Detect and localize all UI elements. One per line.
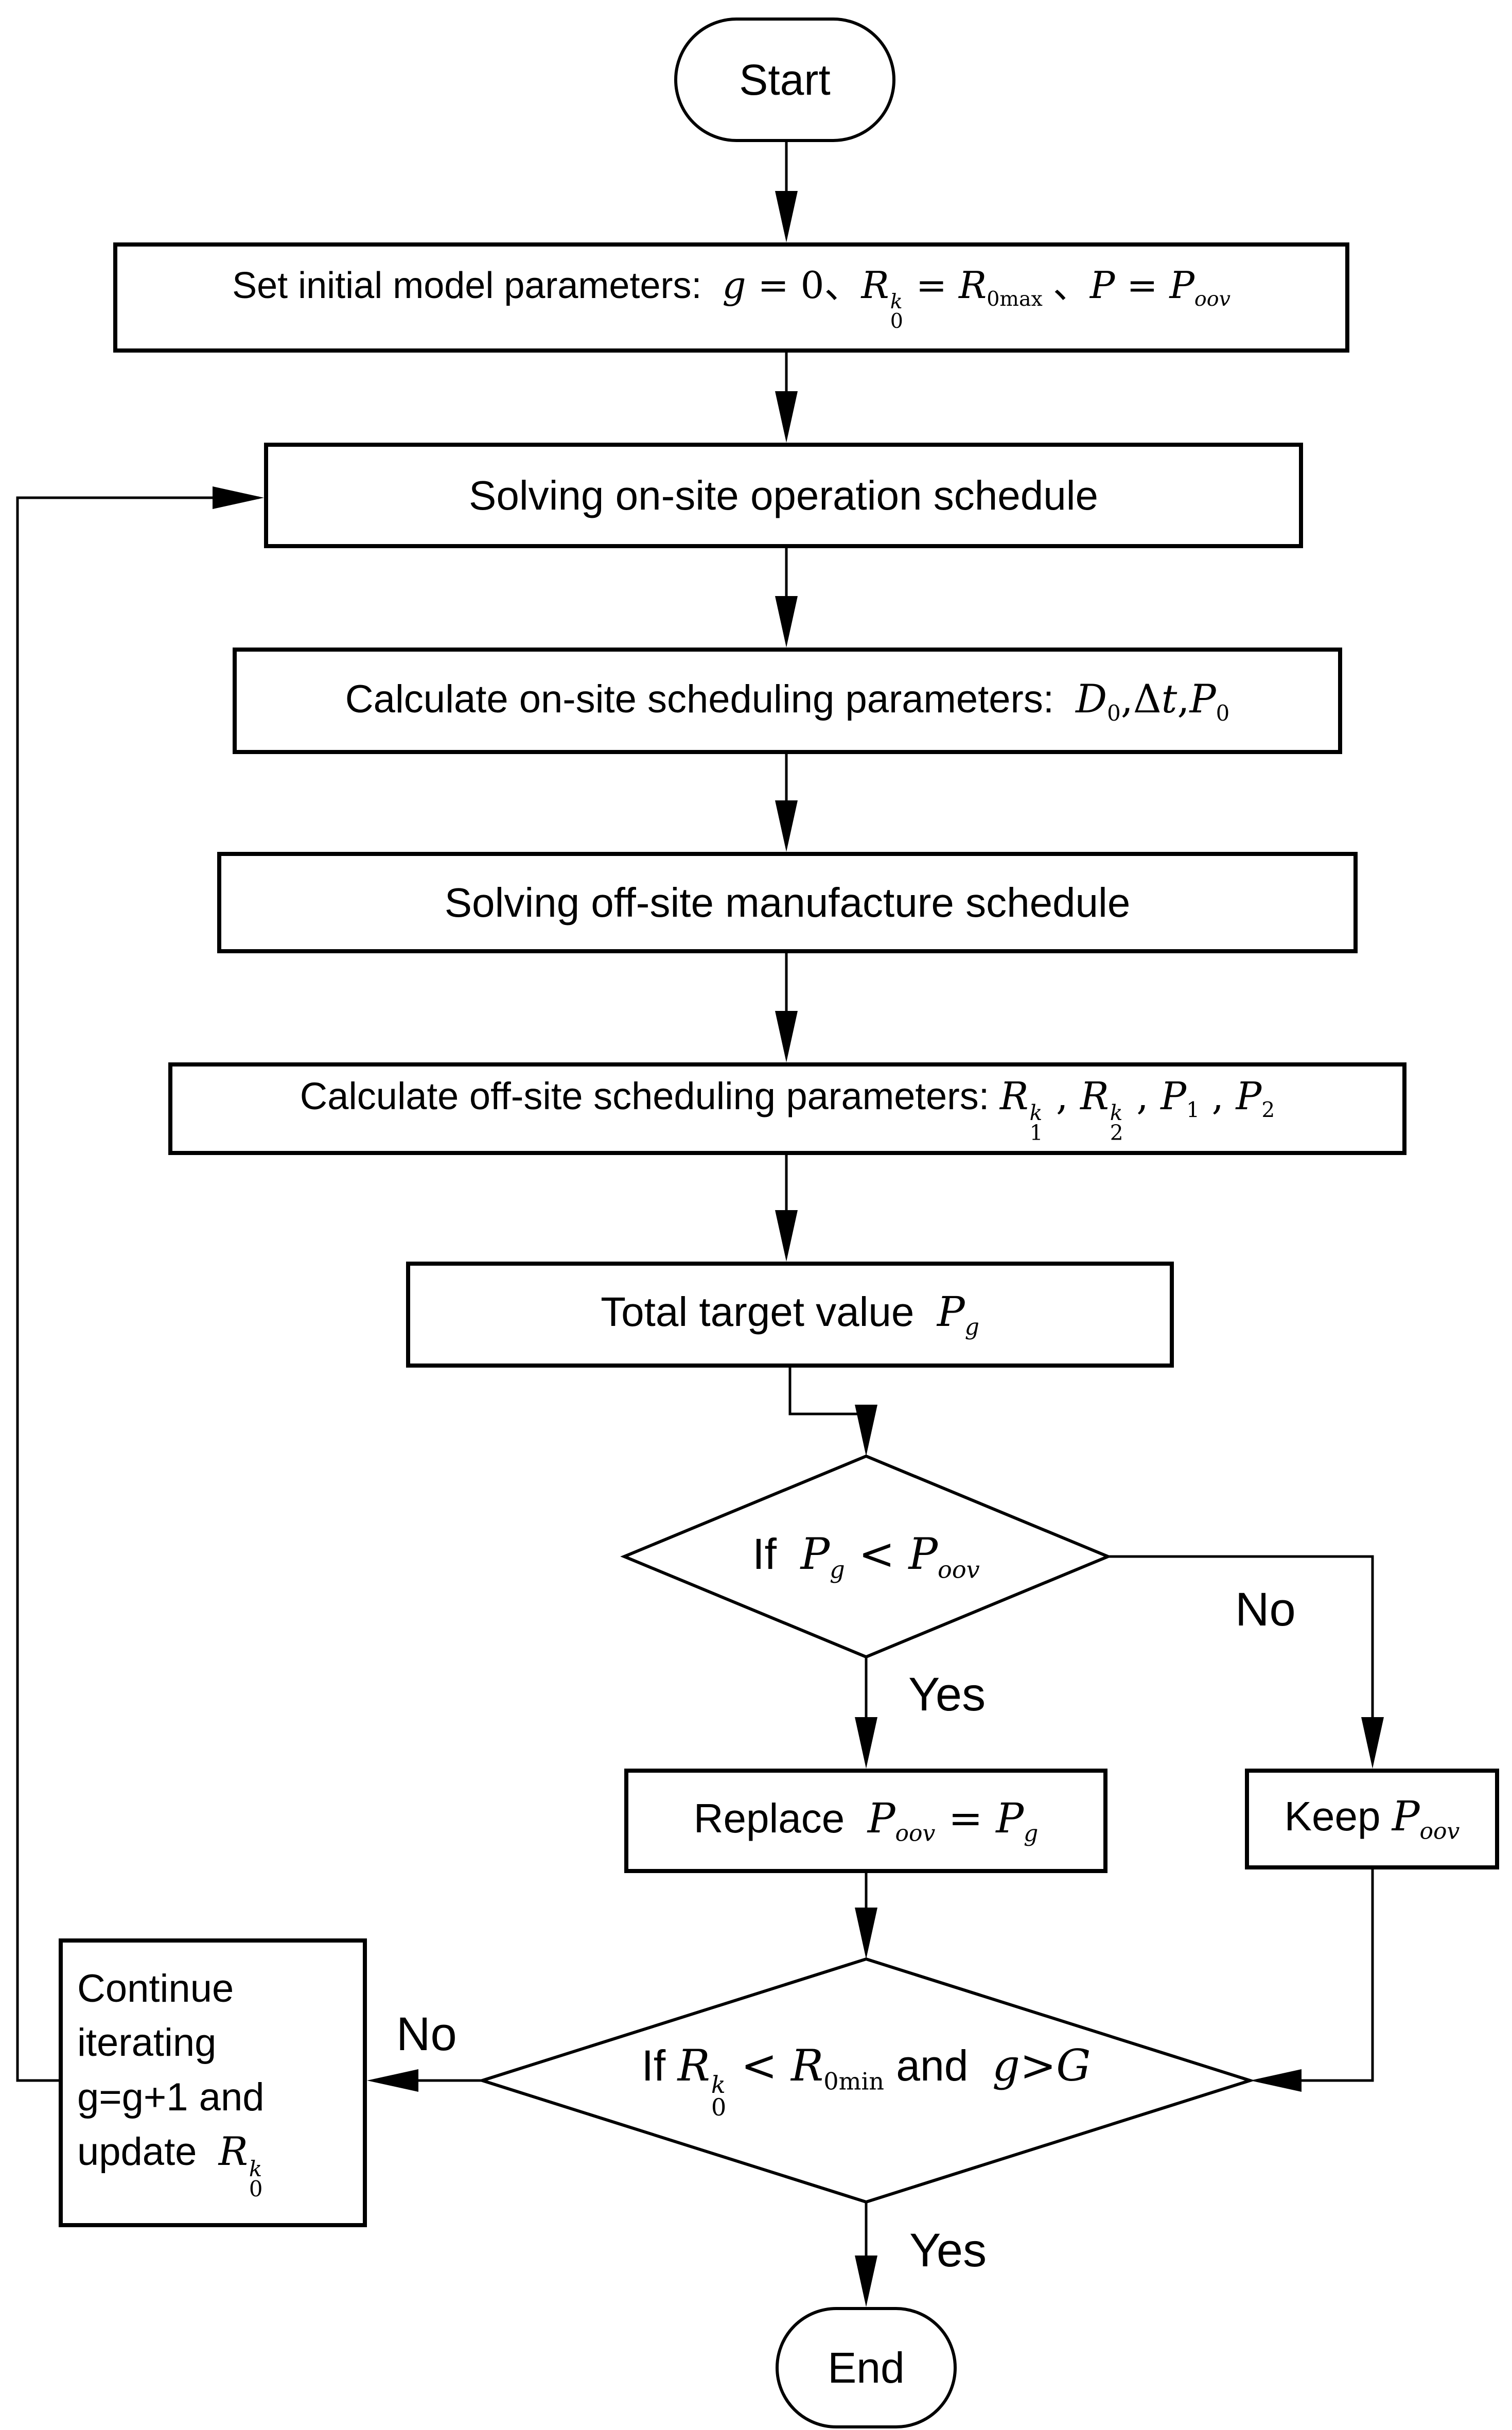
replace-text: Replace Poov = Pg [693, 1794, 1039, 1847]
solve-onsite-schedule-box: Solving on-site operation schedule [264, 443, 1303, 548]
calc-onsite-parameters-box: Calculate on-site scheduling parameters:… [233, 648, 1342, 754]
arrowhead-into-solveonsite [775, 391, 798, 443]
arrowhead-into-keep [1361, 1717, 1384, 1769]
pg-condition-diamond-shape [620, 1454, 1112, 1659]
arrowhead-into-continue [367, 2069, 418, 2092]
termination-no-label: No [396, 2008, 457, 2060]
pg-condition-text: If Pg < Poov [752, 1528, 980, 1584]
total-target-value-text: Total target value Pg [601, 1288, 979, 1341]
termination-condition-diamond-shape [477, 1957, 1255, 2204]
arrowhead-into-end [855, 2256, 877, 2307]
keep-text: Keep Poov [1284, 1792, 1460, 1845]
end-label: End [828, 2343, 905, 2392]
solve-offsite-schedule-box: Solving off-site manufacture schedule [217, 852, 1358, 953]
start-terminator: Start [674, 18, 895, 142]
end-terminator: End [776, 2307, 957, 2428]
termination-yes-label: Yes [909, 2224, 987, 2277]
calc-offsite-parameters-text: Calculate off-site scheduling parameters… [300, 1074, 1275, 1146]
replace-box: Replace Poov = Pg [624, 1769, 1107, 1873]
pg-condition-no-label: No [1235, 1583, 1296, 1636]
arrowhead-into-termcondition-top [855, 1908, 877, 1959]
connector-feedback-loop [16, 496, 259, 2082]
total-target-value-box: Total target value Pg [406, 1262, 1174, 1368]
arrowhead-into-calconsite [775, 596, 798, 648]
solve-offsite-schedule-text: Solving off-site manufacture schedule [444, 879, 1131, 925]
arrowhead-into-calcoffsite [775, 1011, 798, 1062]
calc-offsite-parameters-box: Calculate off-site scheduling parameters… [168, 1062, 1406, 1155]
start-label: Start [739, 55, 831, 104]
arrowhead-into-replace [855, 1717, 877, 1769]
solve-onsite-schedule-text: Solving on-site operation schedule [468, 472, 1098, 518]
arrowhead-into-setparams [775, 191, 798, 242]
arrowhead-into-solveoffsite [775, 800, 798, 852]
connector-pgcondition-no-to-keep [1108, 1555, 1374, 1724]
connector-keep-to-termcondition [1294, 1869, 1374, 2082]
arrowhead-into-pgcondition [855, 1405, 877, 1456]
arrowhead-into-totaltarget [775, 1210, 798, 1262]
connector-totaltarget-to-pgcondition [788, 1367, 868, 1431]
keep-box: Keep Poov [1245, 1769, 1499, 1869]
pg-condition-yes-label: Yes [908, 1668, 986, 1721]
calc-onsite-parameters-text: Calculate on-site scheduling parameters:… [345, 675, 1230, 726]
arrowhead-into-termcondition-right [1250, 2069, 1302, 2092]
arrowhead-feedback-into-solveonsite [213, 486, 264, 509]
